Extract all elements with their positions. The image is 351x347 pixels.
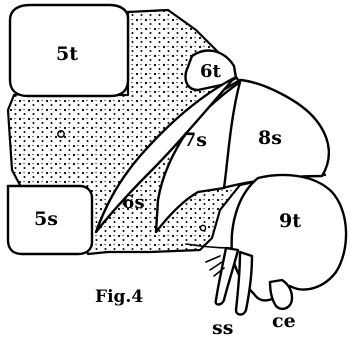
label-ce: ce (272, 310, 296, 332)
label-5t: 5t (56, 43, 78, 65)
spiracle-dot (200, 225, 205, 230)
label-7s: 7s (183, 129, 207, 151)
label-6s: 6s (122, 192, 145, 213)
label-ss: ss (212, 317, 233, 339)
label-6t: 6t (200, 61, 222, 82)
label-9t: 9t (279, 210, 301, 232)
label-5s: 5s (34, 208, 58, 230)
label-8s: 8s (258, 127, 282, 149)
figure-caption: Fig.4 (95, 287, 143, 307)
